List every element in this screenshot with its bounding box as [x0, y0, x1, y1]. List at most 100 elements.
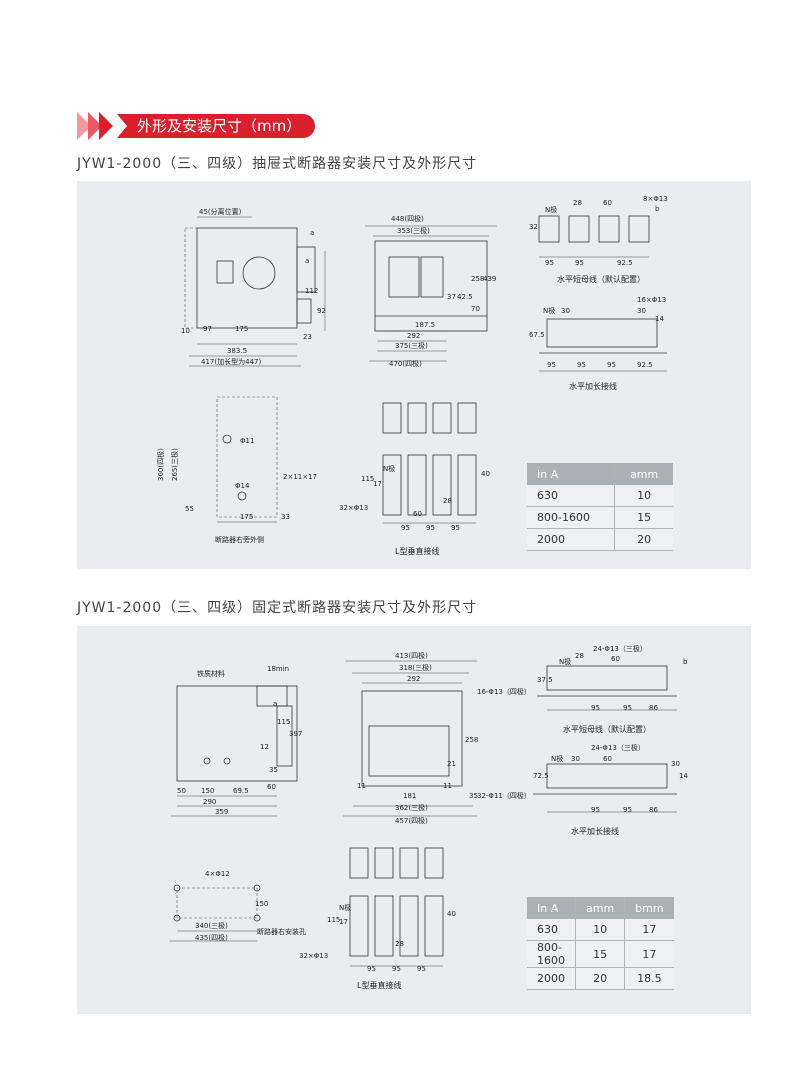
table-cell: 800-1600	[527, 506, 615, 529]
dim-label: 112	[305, 287, 318, 295]
dim-label: N极	[545, 205, 557, 214]
vert-caption: L型垂直接线	[395, 546, 439, 556]
dim-label: 23	[303, 333, 312, 341]
dim-label: 383.5	[227, 347, 247, 355]
dim-label: 95	[577, 361, 586, 369]
busbar-caption: 水平短母线（默认配置）	[563, 724, 651, 734]
dim-label: 12	[260, 743, 269, 751]
dim-label: 45(分离位置)	[199, 207, 242, 216]
dim-label: 86	[649, 704, 658, 712]
dim-label: 397	[289, 730, 302, 738]
table-cell: 15	[574, 940, 625, 968]
dim-label: 187.5	[415, 321, 435, 329]
dim-label: 30	[637, 307, 646, 315]
dim-label: 417(加长型为447)	[201, 357, 261, 366]
dim-label: 362(三极)	[395, 803, 428, 812]
dim-label: 14	[655, 315, 664, 323]
dim-label: 258	[465, 736, 478, 744]
dim-label: b	[683, 658, 688, 666]
table-cell: 10	[614, 485, 673, 507]
chevron-icon	[77, 112, 91, 140]
vert-caption: L型垂直接线	[357, 980, 401, 990]
dim-label: 175	[240, 513, 253, 521]
table-cell: 15	[614, 506, 673, 529]
dim-label: 21	[447, 760, 456, 768]
busbar-short-drawing: N极 28 24-Φ13（三极） 60 b 37.5 16-Φ13（四极） 95…	[477, 644, 688, 734]
dim-label: 318(三极)	[399, 663, 432, 672]
table-cell: 17	[624, 940, 674, 968]
dim-label: 115	[327, 916, 340, 924]
dim-label: 115	[277, 718, 290, 726]
dim-label: 353(三极)	[397, 226, 430, 235]
dim-label: 28	[443, 497, 452, 505]
dim-label: 60	[267, 783, 276, 791]
dim-label: 95	[623, 704, 632, 712]
table-row: 800-1600 15	[527, 506, 673, 529]
dim-label: 92	[317, 307, 326, 315]
chevron-icon	[88, 112, 102, 140]
dim-label: a	[310, 229, 314, 237]
drawer-front-view: 448(四极) 353(三极) 258 439 37 42.5 70 187.5…	[365, 214, 497, 368]
dim-label: Φ14	[235, 482, 250, 490]
table-cell: 20	[574, 967, 625, 990]
dim-label: 10	[181, 327, 190, 335]
mount-hole-drawing: 4×Φ12 150 340(三极) 435(四极) 断路器右安装孔	[169, 870, 306, 942]
dim-label: 70	[471, 305, 480, 313]
dim-label: 150	[255, 900, 268, 908]
dim-label: Φ11	[240, 437, 254, 445]
dim-label: 290	[203, 798, 216, 806]
dim-label: 2×11×17	[283, 473, 317, 481]
header-title: 外形及安装尺寸（mm）	[117, 114, 316, 138]
table-header: amm	[614, 463, 673, 485]
dim-label: 95	[623, 806, 632, 814]
dim-label: 24-Φ13（三极）	[591, 743, 645, 752]
section1-drawings: 45(分离位置) a a 112 92 23 10 97 175 383.5 4…	[156, 195, 668, 556]
dim-label: 60	[413, 510, 422, 518]
dim-label: 97	[203, 325, 212, 333]
dim-label: 292	[407, 675, 420, 683]
table-cell: 2000	[527, 528, 615, 551]
table-header: amm	[574, 897, 625, 919]
dim-label: 24-Φ13（三极）	[593, 644, 647, 653]
dim-label: 11	[357, 782, 366, 790]
dim-label: 37	[447, 293, 456, 301]
table-cell: 630	[527, 485, 615, 507]
dim-label: 60	[603, 755, 612, 763]
fixed-front-view: 413(四极) 318(三极) 292 258 21 11 11 181 35 …	[343, 651, 478, 825]
dim-label: 28	[575, 652, 584, 660]
dim-label: 72.5	[533, 772, 549, 780]
dim-label: 448(四极)	[391, 214, 424, 223]
dim-label: N极	[383, 464, 395, 473]
table-row: 800-1600 15 17	[527, 940, 674, 968]
section1-title: JYW1-2000（三、四级）抽屉式断路器安装尺寸及外形尺寸	[77, 156, 478, 172]
dim-label: 30	[671, 760, 680, 768]
dim-label: 60	[603, 199, 612, 207]
dim-label: 37.5	[537, 676, 553, 684]
dim-label: 32×Φ13	[339, 504, 368, 512]
dim-label: 115	[361, 475, 374, 483]
dim-label: 60	[611, 655, 620, 663]
dim-label: 17	[339, 918, 348, 926]
dim-label: 95	[401, 524, 410, 532]
chevron-icon	[99, 112, 113, 140]
dim-label: 435(四极)	[195, 933, 228, 942]
table-header: bmm	[624, 897, 674, 919]
spec-table-1: In A amm 630 10 800-1600 15 2000 20	[527, 463, 673, 551]
dim-label: 360(四极)	[156, 448, 165, 481]
dim-label: 340(三极)	[195, 921, 228, 930]
section2-drawings: 铁质材料 18min a 115 397 12 35 60 50 150 69.…	[169, 644, 688, 990]
dim-label: 439	[483, 275, 496, 283]
dim-label: 95	[607, 361, 616, 369]
dim-label: 32	[529, 223, 538, 231]
dim-label: 40	[447, 910, 456, 918]
dim-label: 40	[481, 470, 490, 478]
dim-label: 32-Φ11（四极）	[477, 791, 531, 800]
dim-label: 17	[373, 480, 382, 488]
table-cell: 800-1600	[527, 940, 576, 968]
busbar-extended-drawing: N极 30 24-Φ13（三极） 60 30 14 72.5 32-Φ11（四极…	[477, 743, 688, 836]
table-cell: 10	[574, 919, 625, 941]
dim-label: 95	[451, 524, 460, 532]
dim-label: 95	[417, 965, 426, 973]
table-header-row: In A amm	[527, 463, 673, 485]
section1-panel: 45(分离位置) a a 112 92 23 10 97 175 383.5 4…	[77, 181, 751, 569]
